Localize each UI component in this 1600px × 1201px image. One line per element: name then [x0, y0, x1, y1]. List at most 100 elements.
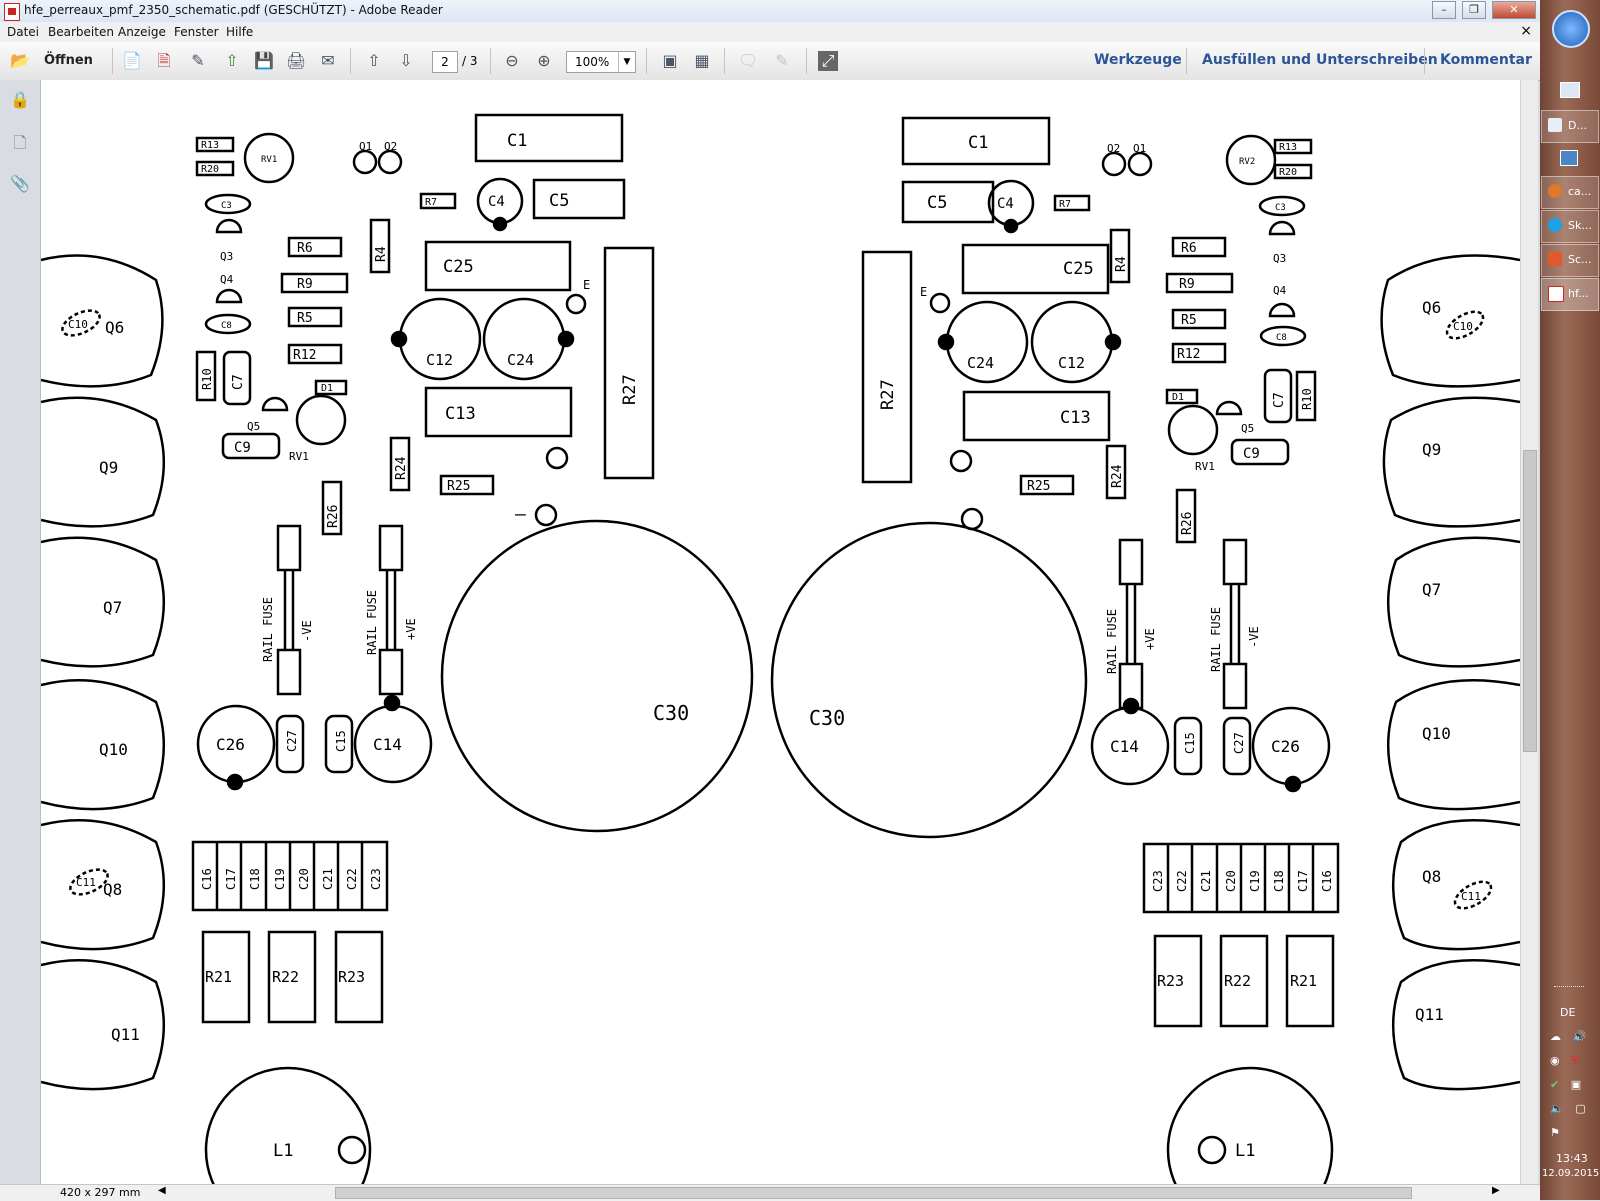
- zoom-select[interactable]: 100% ▼: [566, 51, 636, 73]
- resistor-label: R21: [1290, 972, 1317, 990]
- taskbar-button[interactable]: hf...: [1541, 278, 1599, 311]
- c27-label: C27: [285, 730, 299, 752]
- scrollbar-thumb[interactable]: [1523, 450, 1537, 752]
- windows-start-icon[interactable]: [1552, 10, 1590, 48]
- action-center-flag-icon[interactable]: ⚑: [1550, 1126, 1560, 1139]
- previous-page-icon[interactable]: ⇧: [367, 51, 381, 70]
- next-page-icon[interactable]: ⇩: [399, 51, 413, 70]
- antivirus-icon[interactable]: ⛨: [1571, 1054, 1580, 1067]
- menu-fenster[interactable]: Fenster: [174, 25, 219, 39]
- create-pdf-icon[interactable]: 📄: [122, 51, 142, 70]
- maximize-button[interactable]: ❐: [1462, 1, 1486, 19]
- export-pdf-icon[interactable]: 🗎: [157, 51, 171, 70]
- taskbar-button[interactable]: D...: [1541, 110, 1599, 143]
- webcam-icon[interactable]: ◉: [1550, 1054, 1560, 1067]
- rail-fuse-label: RAIL FUSE: [261, 597, 275, 662]
- menu-bearbeiten[interactable]: Bearbeiten: [48, 25, 114, 39]
- c11-label: C11: [76, 876, 96, 889]
- pos-ve-label: +VE: [1143, 628, 1157, 650]
- menu-datei[interactable]: Datei: [7, 25, 40, 39]
- document-view[interactable]: Q6 Q9 Q7 Q10 Q8 Q11 C10 C11 C1 C5 C4 C25…: [41, 80, 1520, 1190]
- page-size: 420 x 297 mm: [60, 1186, 141, 1199]
- language-indicator[interactable]: DE: [1560, 1006, 1576, 1019]
- check-icon[interactable]: ✔: [1550, 1078, 1560, 1091]
- neg-ve-label: -VE: [300, 620, 314, 642]
- edit-icon[interactable]: ✎: [191, 51, 205, 70]
- window-title: hfe_perreaux_pmf_2350_schematic.pdf (GES…: [24, 3, 443, 17]
- cap-label: C22: [345, 868, 359, 890]
- r13-label: R13: [1279, 142, 1297, 153]
- fullscreen-icon[interactable]: ⤢: [818, 51, 838, 71]
- r7-label: R7: [425, 197, 437, 208]
- r4-label: R4: [1114, 256, 1129, 272]
- open-button[interactable]: Öffnen: [44, 53, 93, 68]
- close-document-icon[interactable]: ×: [1520, 23, 1532, 39]
- comment-link[interactable]: Kommentar: [1440, 52, 1532, 68]
- zoom-out-icon[interactable]: ⊖: [505, 51, 519, 70]
- e-label: E: [920, 285, 927, 299]
- cap-label: C19: [273, 868, 287, 890]
- scroll-left-icon[interactable]: ◀: [158, 1185, 166, 1196]
- speaker-icon[interactable]: 🔈: [1550, 1102, 1564, 1115]
- cap-label: C17: [224, 868, 238, 890]
- transistor-label: Q8: [103, 880, 122, 899]
- clock-date[interactable]: 12.09.2015: [1542, 1168, 1600, 1179]
- c24-label: C24: [967, 354, 994, 372]
- volume-icon[interactable]: 🔊: [1572, 1030, 1587, 1043]
- q3-label: Q3: [220, 250, 233, 263]
- q2-label: Q2: [1107, 142, 1120, 155]
- taskbar-button[interactable]: ca...: [1541, 176, 1599, 209]
- cap-label: C16: [200, 868, 214, 890]
- comment-icon[interactable]: 🗨: [738, 51, 759, 70]
- lock-icon[interactable]: 🔒: [10, 90, 30, 109]
- page-thumbnails-icon[interactable]: 🗋: [13, 133, 27, 152]
- network-app-icon[interactable]: [1560, 150, 1578, 166]
- attachments-icon[interactable]: 📎: [10, 174, 30, 193]
- taskbar-button[interactable]: Sc...: [1541, 244, 1599, 277]
- clock-time[interactable]: 13:43: [1556, 1152, 1588, 1165]
- close-window-button[interactable]: ✕: [1492, 1, 1536, 19]
- c9-label: C9: [234, 440, 251, 456]
- scroll-right-icon[interactable]: ▶: [1492, 1185, 1500, 1196]
- network-icon[interactable]: ☁: [1550, 1030, 1561, 1043]
- horizontal-scrollbar-thumb[interactable]: [335, 1187, 1412, 1199]
- resistor-label: R22: [1224, 972, 1251, 990]
- menu-anzeige[interactable]: Anzeige: [118, 25, 166, 39]
- toolbar: 📂 Öffnen 📄 🗎 ✎ ⇧ 💾 🖨 ✉ ⇧ ⇩ 2 / 3 ⊖ ⊕ 100…: [0, 42, 1540, 81]
- minimize-button[interactable]: –: [1432, 1, 1456, 19]
- print-icon[interactable]: 🖨: [286, 51, 307, 70]
- r10-label: R10: [200, 368, 214, 390]
- fit-width-icon[interactable]: ▦: [694, 51, 710, 70]
- transistor-label: Q9: [1422, 440, 1441, 459]
- r24-label: R24: [1110, 464, 1125, 488]
- fit-page-icon[interactable]: ▣: [662, 51, 678, 70]
- display-icon[interactable]: ▣: [1570, 1078, 1582, 1091]
- monitor-icon[interactable]: ▢: [1575, 1102, 1586, 1115]
- upload-icon[interactable]: ⇧: [225, 51, 239, 70]
- cap-label: C18: [1272, 870, 1286, 892]
- folder-open-icon[interactable]: 📂: [10, 51, 30, 70]
- save-icon[interactable]: 💾: [254, 51, 274, 70]
- zoom-in-icon[interactable]: ⊕: [537, 51, 551, 70]
- adobe-reader-icon: [4, 3, 20, 21]
- rail-fuse-label: RAIL FUSE: [1209, 607, 1223, 672]
- page-number-input[interactable]: 2: [432, 51, 458, 73]
- transistor-label: Q7: [1422, 580, 1441, 599]
- show-desktop-icon[interactable]: [1560, 82, 1580, 98]
- menu-hilfe[interactable]: Hilfe: [226, 25, 254, 39]
- c10-label: C10: [68, 318, 88, 331]
- chevron-down-icon[interactable]: ▼: [618, 52, 635, 72]
- c30-label: C30: [809, 706, 845, 730]
- tools-link[interactable]: Werkzeuge: [1094, 52, 1182, 68]
- fill-sign-link[interactable]: Ausfüllen und Unterschreiben: [1202, 52, 1438, 68]
- cap-label: C23: [369, 868, 383, 890]
- vertical-scrollbar[interactable]: [1520, 80, 1538, 1190]
- taskbar-button[interactable]: Sk...: [1541, 210, 1599, 243]
- c1-label: C1: [968, 133, 988, 153]
- c27-label: C27: [1232, 732, 1246, 754]
- pos-ve-label: +VE: [404, 618, 418, 640]
- email-icon[interactable]: ✉: [321, 51, 335, 70]
- windows-taskbar: D... ca... Sk... Sc... hf... DE ☁ 🔊 ◉ ⛨ …: [1540, 0, 1600, 1200]
- d1-label: D1: [1172, 392, 1184, 403]
- highlight-icon[interactable]: ✎: [775, 51, 789, 70]
